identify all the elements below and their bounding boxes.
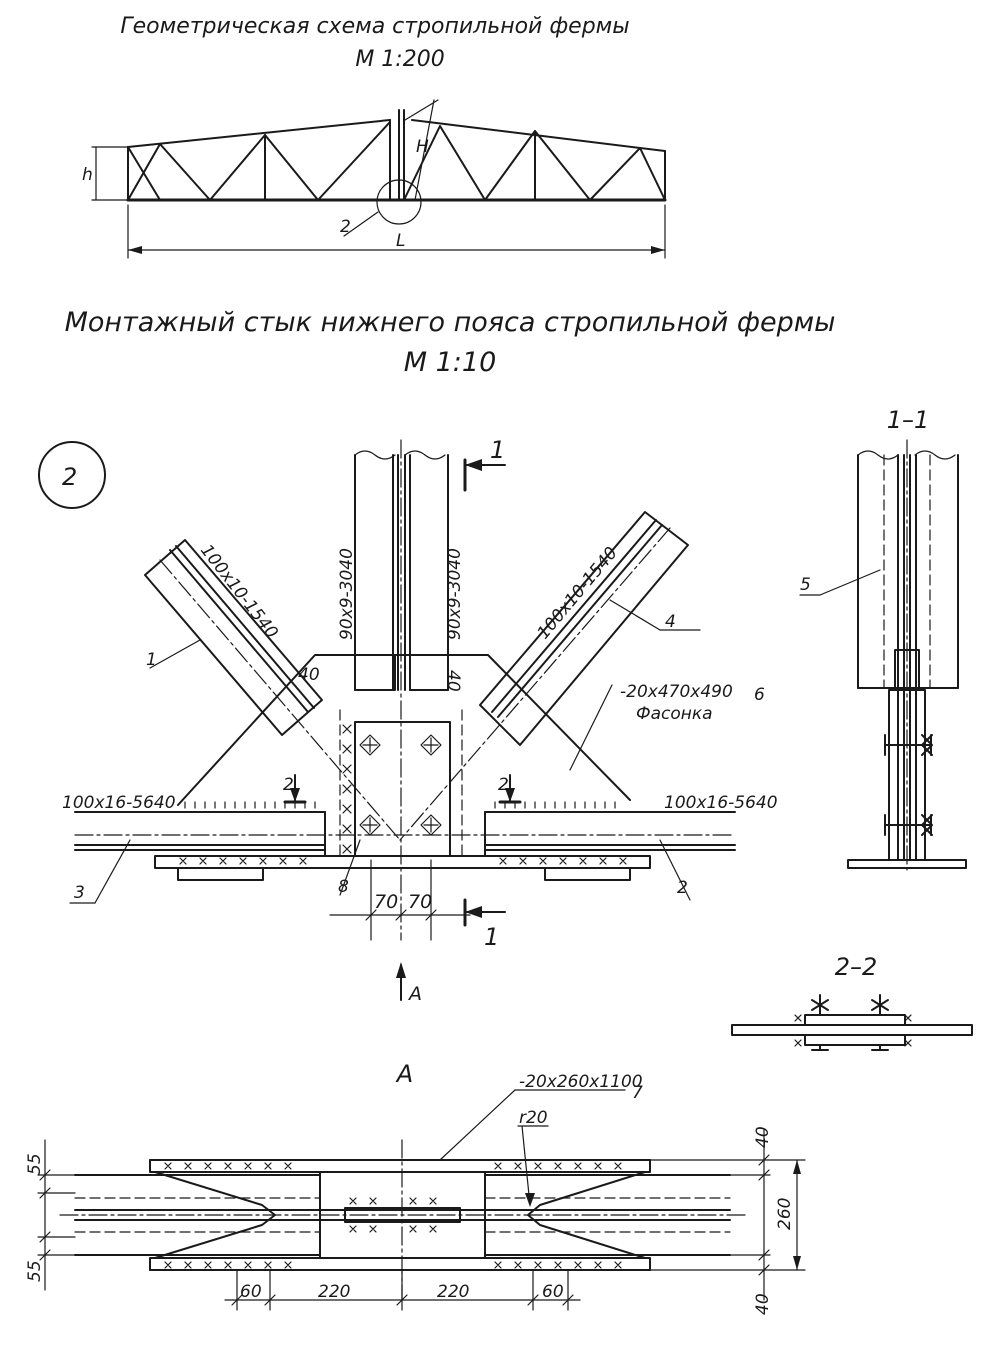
view-A-title: А xyxy=(395,1060,413,1088)
scheme-title: Геометрическая схема стропильной фермы xyxy=(120,14,629,39)
vertical-right-spec: 90x9-3040 xyxy=(445,548,465,640)
gusset-name: Фасонка xyxy=(636,704,713,724)
dim-70-right: 70 xyxy=(408,891,432,913)
section-mark-top: 1 xyxy=(490,436,505,464)
section-1-1-title: 1–1 xyxy=(887,406,930,434)
section-mark-bottom: 1 xyxy=(484,923,499,951)
scheme-label-H: H xyxy=(416,137,429,157)
dim-55-top: 55 xyxy=(25,1153,45,1175)
gusset-pos: 6 xyxy=(754,685,765,705)
pos-2-label: 2 xyxy=(677,878,688,898)
plate-spec: -20x260x1100 xyxy=(519,1072,643,1092)
scheme-node-ref: 2 xyxy=(340,217,351,237)
pos-5-label: 5 xyxy=(800,575,811,595)
joint-title: Монтажный стык нижнего пояса стропильной… xyxy=(65,307,836,338)
section-2-2-title: 2–2 xyxy=(835,953,878,981)
pos-4-label: 4 xyxy=(665,612,676,632)
dim-40-bottom: 40 xyxy=(753,1293,773,1315)
dim-60-left: 60 xyxy=(240,1282,262,1302)
chord-right-spec: 100x16-5640 xyxy=(664,793,778,813)
pos-8-label: 8 xyxy=(338,877,349,897)
scheme-label-L: L xyxy=(396,231,405,251)
joint-scale: М 1:10 xyxy=(404,347,497,378)
dim-220-left: 220 xyxy=(318,1282,350,1302)
dim-260: 260 xyxy=(775,1198,795,1230)
brace-left-spec: 100x10-1540 xyxy=(196,541,282,643)
node-number: 2 xyxy=(62,463,77,491)
node-circle xyxy=(38,441,106,509)
scheme-scale: М 1:200 xyxy=(355,47,444,72)
view-arrow-label: A xyxy=(407,983,422,1005)
dim-40-left: 40 xyxy=(298,665,320,685)
chord-left-spec: 100x16-5640 xyxy=(62,793,176,813)
gusset-spec: -20x470x490 xyxy=(620,682,733,702)
dim-55-bottom: 55 xyxy=(25,1260,45,1282)
radius-label: r20 xyxy=(519,1108,548,1128)
section-2-2-drawing xyxy=(731,994,973,1051)
vertical-left-spec: 90x9-3040 xyxy=(337,548,357,640)
dim-60-right: 60 xyxy=(542,1282,564,1302)
brace-right-spec: 100x10-1540 xyxy=(534,543,622,643)
view-A-drawing xyxy=(37,1089,806,1311)
section2-mark-right: 2 xyxy=(498,775,509,795)
dim-40-top: 40 xyxy=(753,1126,773,1148)
pos-1-label: 1 xyxy=(146,650,157,670)
section2-mark-left: 2 xyxy=(283,775,294,795)
truss-scheme xyxy=(91,99,667,259)
joint-drawing xyxy=(69,439,736,1001)
section-1-1-drawing xyxy=(799,439,967,871)
pos-3-label: 3 xyxy=(74,883,85,903)
dim-40-right: 40 xyxy=(443,670,463,692)
scheme-label-h: h xyxy=(82,165,93,185)
dim-220-right: 220 xyxy=(437,1282,469,1302)
plate-pos: 7 xyxy=(632,1083,643,1103)
dim-70-left: 70 xyxy=(374,891,398,913)
